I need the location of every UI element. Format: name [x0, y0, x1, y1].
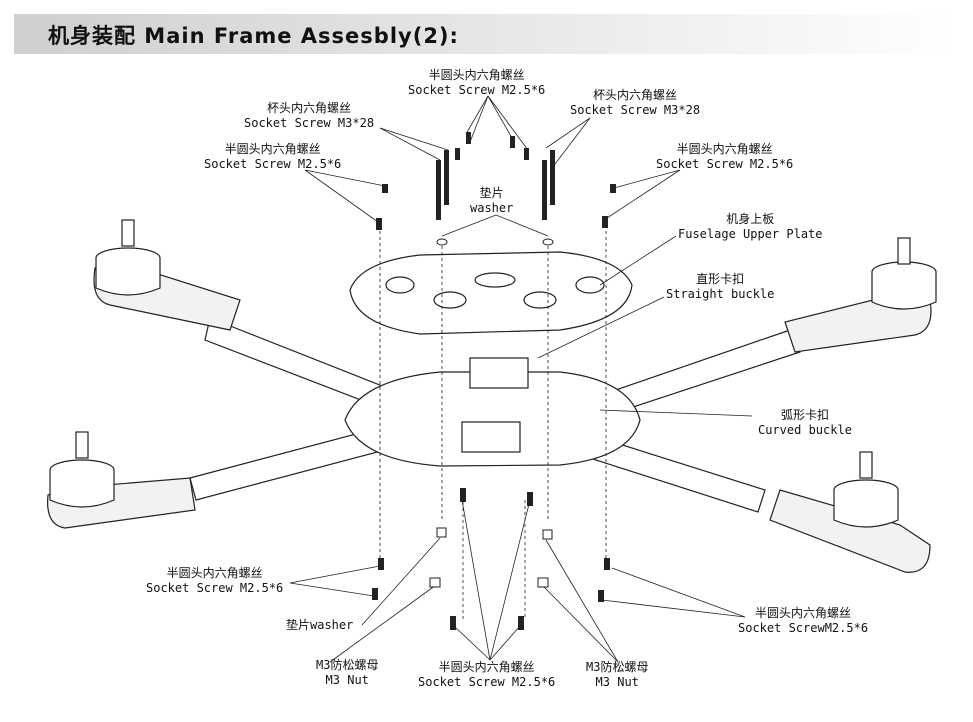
label-cn: 机身上板: [726, 212, 775, 226]
washer-icon: [542, 529, 553, 540]
label-upper-plate: 机身上板 Fuselage Upper Plate: [678, 212, 823, 242]
motor-rear-right: [833, 451, 899, 528]
label-en: Straight buckle: [666, 287, 775, 301]
washer-icon: [436, 238, 448, 246]
label-cn: 半圆头内六角螺丝: [676, 142, 773, 156]
label-curved-buckle: 弧形卡扣 Curved buckle: [758, 408, 852, 438]
title-banner: [14, 14, 954, 54]
screw-icon: [527, 492, 533, 506]
label-top-left-cup-screw: 杯头内六角螺丝 Socket Screw M3*28: [244, 101, 374, 131]
label-cn: 杯头内六角螺丝: [593, 88, 678, 102]
label-left-upper-screw: 半圆头内六角螺丝 Socket Screw M2.5*6: [204, 142, 341, 172]
label-top-right-cup-screw: 杯头内六角螺丝 Socket Screw M3*28: [570, 88, 700, 118]
label-right-lower-screw: 半圆头内六角螺丝 Socket ScrewM2.5*6: [738, 606, 868, 636]
nut-icon: [429, 577, 441, 588]
label-cn: 半圆头内六角螺丝: [428, 68, 525, 82]
label-washer-lower: 垫片washer: [286, 618, 353, 633]
washer-icon: [436, 527, 447, 538]
screw-icon: [436, 160, 441, 220]
label-cn: 半圆头内六角螺丝: [166, 566, 263, 580]
page-title: 机身装配 Main Frame Assesbly(2):: [48, 24, 459, 48]
label-washer: 垫片 washer: [470, 186, 513, 216]
screw-icon: [550, 150, 555, 205]
label-en: Socket ScrewM2.5*6: [738, 621, 869, 635]
screw-icon: [450, 616, 456, 630]
label-cn: 半圆头内六角螺丝: [438, 660, 535, 674]
label-en: Socket Screw M3*28: [244, 116, 375, 130]
label-right-upper-screw: 半圆头内六角螺丝 Socket Screw M2.5*6: [656, 142, 793, 172]
label-cn: M3防松螺母: [316, 658, 379, 672]
label-en: Socket Screw M3*28: [570, 103, 701, 117]
label-en: Curved buckle: [758, 423, 852, 437]
screw-icon: [524, 148, 529, 160]
label-en: Fuselage Upper Plate: [678, 227, 823, 241]
motor-rear-left: [49, 431, 115, 508]
label-en: Socket Screw M2.5*6: [408, 83, 546, 97]
label-cn: 弧形卡扣: [780, 408, 829, 422]
screw-icon: [598, 590, 604, 602]
washer-icon: [542, 238, 554, 246]
label-cn: 杯头内六角螺丝: [267, 101, 352, 115]
label-en: Socket Screw M2.5*6: [146, 581, 284, 595]
screw-icon: [376, 218, 382, 230]
screw-icon: [510, 136, 515, 148]
label-bottom-center-screw: 半圆头内六角螺丝 Socket Screw M2.5*6: [418, 660, 555, 690]
label-nut-left: M3防松螺母 M3 Nut: [316, 658, 378, 688]
label-en: M3 Nut: [325, 673, 369, 687]
label-en: M3 Nut: [595, 675, 639, 689]
label-nut-right: M3防松螺母 M3 Nut: [586, 660, 648, 690]
label-top-center-screw: 半圆头内六角螺丝 Socket Screw M2.5*6: [408, 68, 545, 98]
arm-front-right: [609, 291, 932, 413]
screw-icon: [466, 132, 471, 144]
label-straight-buckle: 直形卡扣 Straight buckle: [666, 272, 774, 302]
screw-icon: [518, 616, 524, 630]
motor-front-right: [871, 237, 937, 310]
fuselage-upper-plate: [349, 251, 633, 335]
screw-icon: [372, 588, 378, 600]
screw-icon: [602, 216, 608, 228]
screws: [372, 132, 616, 630]
motor-front-left: [95, 219, 161, 296]
screw-icon: [444, 150, 449, 205]
screw-icon: [382, 184, 388, 193]
label-en: washer: [470, 201, 514, 215]
screw-icon: [542, 160, 547, 220]
screw-icon: [378, 558, 384, 570]
label-cn: 半圆头内六角螺丝: [755, 606, 852, 620]
label-en: Socket Screw M2.5*6: [418, 675, 556, 689]
label-cn: 垫片washer: [286, 618, 354, 632]
label-en: Socket Screw M2.5*6: [204, 157, 342, 171]
lower-frame: [344, 357, 641, 467]
screw-icon: [455, 148, 460, 160]
label-cn: 垫片: [479, 186, 504, 200]
label-cn: M3防松螺母: [586, 660, 649, 674]
nut-icon: [537, 577, 549, 588]
leader-lines: [289, 95, 753, 663]
screw-icon: [610, 184, 616, 193]
screw-icon: [460, 488, 466, 502]
screw-icon: [604, 558, 610, 570]
nuts-and-washers: [429, 238, 554, 588]
label-cn: 直形卡扣: [696, 272, 745, 286]
label-left-lower-screw: 半圆头内六角螺丝 Socket Screw M2.5*6: [146, 566, 283, 596]
label-cn: 半圆头内六角螺丝: [224, 142, 321, 156]
label-en: Socket Screw M2.5*6: [656, 157, 794, 171]
